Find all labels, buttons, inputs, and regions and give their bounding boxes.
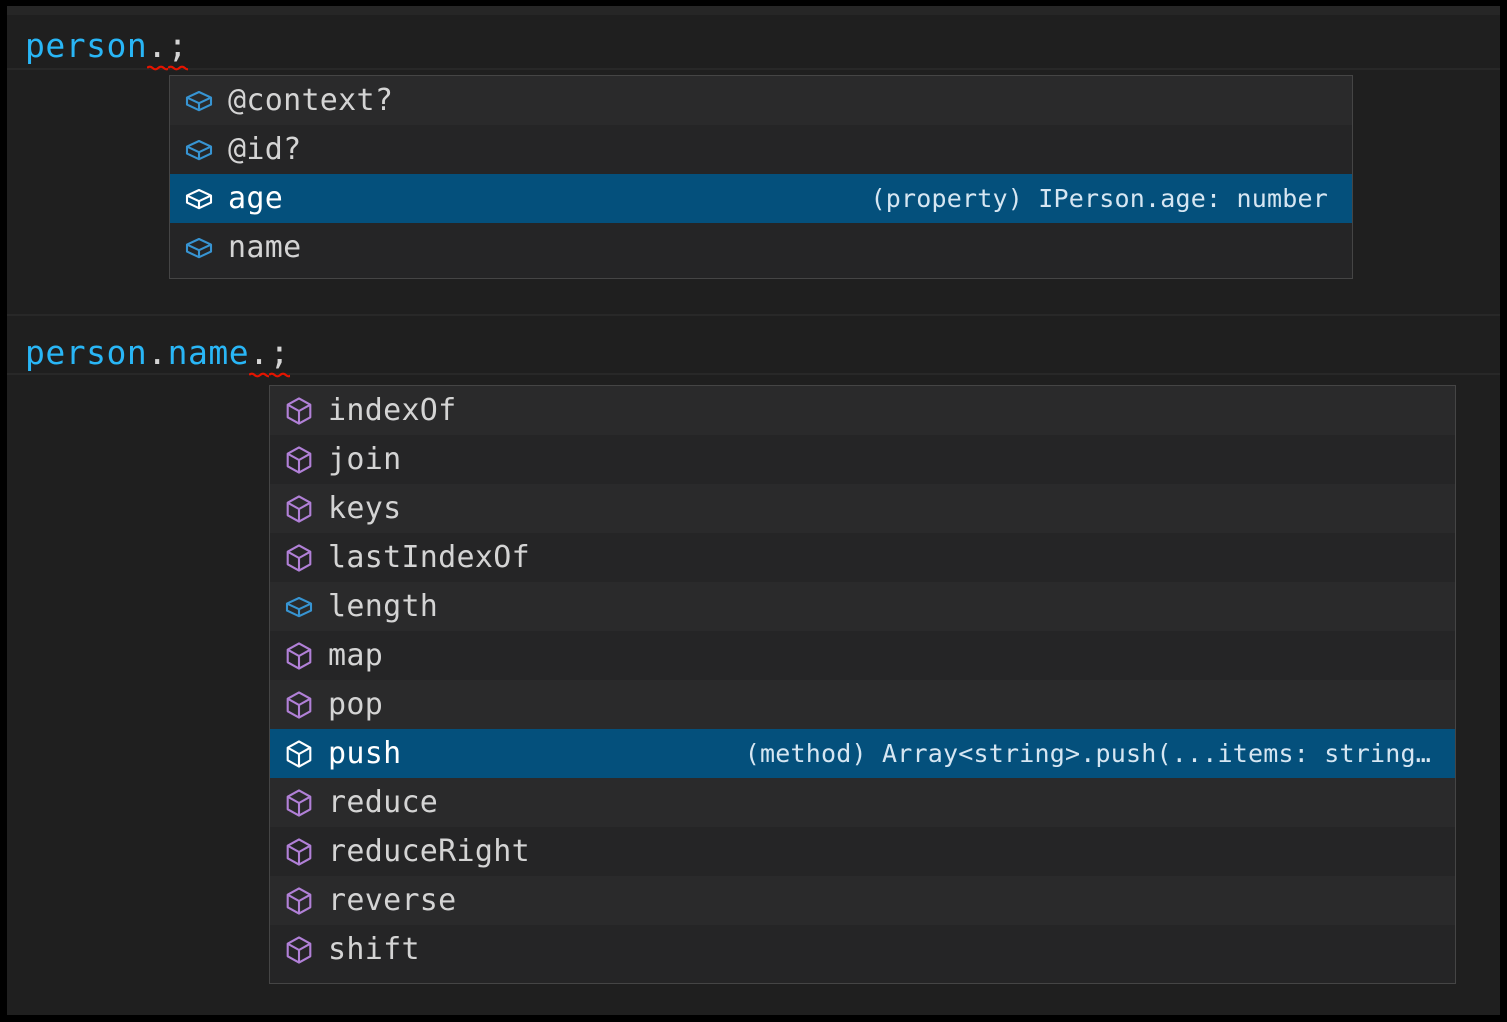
suggest-item-label: indexOf <box>328 392 457 428</box>
method-cube-icon <box>282 541 316 575</box>
code-token-name: name <box>167 333 250 372</box>
editor-line-divider-2 <box>7 314 1500 316</box>
suggest-item-label: shift <box>328 931 420 967</box>
suggest-item-label: reduce <box>328 784 439 820</box>
method-cube-icon <box>282 884 316 918</box>
code-line-person-name[interactable]: person.name.; <box>25 333 290 378</box>
suggest-item-label: age <box>228 180 284 216</box>
suggest-widget-person-name[interactable]: indexOf join keys lastIndexOf length map pop pu… <box>269 385 1456 984</box>
suggest-item-label: reduceRight <box>328 833 530 869</box>
suggest-item-lastindexof[interactable]: lastIndexOf <box>270 533 1455 582</box>
suggest-item-id[interactable]: @id? <box>170 125 1352 174</box>
editor-top-band <box>7 6 1500 15</box>
suggest-item-indexof[interactable]: indexOf <box>270 386 1455 435</box>
code-token-error-3: . <box>249 333 270 378</box>
property-cube-icon <box>182 84 216 118</box>
suggest-item-label: @id? <box>228 131 302 167</box>
suggest-item-label: keys <box>328 490 402 526</box>
suggest-item-label: length <box>328 588 439 624</box>
property-cube-icon <box>282 590 316 624</box>
editor-line-divider-3 <box>7 373 1500 375</box>
suggest-item-pop[interactable]: pop <box>270 680 1455 729</box>
suggest-item-length[interactable]: length <box>270 582 1455 631</box>
suggest-item-shift[interactable]: shift <box>270 925 1455 974</box>
code-token-error-4: ; <box>269 333 290 378</box>
method-cube-icon <box>282 688 316 722</box>
suggest-item-label: name <box>228 229 302 265</box>
suggest-item-reduceright[interactable]: reduceRight <box>270 827 1455 876</box>
suggest-item-label: map <box>328 637 384 673</box>
suggest-item-detail: (property) IPerson.age: number <box>870 185 1328 212</box>
suggest-item-label: reverse <box>328 882 457 918</box>
suggest-item-context[interactable]: @context? <box>170 76 1352 125</box>
suggest-item-name[interactable]: name <box>170 223 1352 272</box>
code-token-error-2: ; <box>167 26 188 71</box>
code-token-person: person <box>25 26 148 65</box>
suggest-item-age[interactable]: age (property) IPerson.age: number <box>170 174 1352 223</box>
code-token-error-1: . <box>147 26 168 71</box>
property-cube-icon <box>182 231 216 265</box>
method-cube-icon <box>282 492 316 526</box>
suggest-item-keys[interactable]: keys <box>270 484 1455 533</box>
method-cube-icon <box>282 443 316 477</box>
suggest-item-label: join <box>328 441 402 477</box>
method-cube-icon <box>282 835 316 869</box>
suggest-item-reverse[interactable]: reverse <box>270 876 1455 925</box>
suggest-item-reduce[interactable]: reduce <box>270 778 1455 827</box>
suggest-item-label: @context? <box>228 82 394 118</box>
code-editor[interactable]: person.; person.name.; @context?@id?age(… <box>7 6 1500 1015</box>
method-cube-icon <box>282 933 316 967</box>
suggest-item-label: lastIndexOf <box>328 539 530 575</box>
suggest-widget-person[interactable]: @context? @id? age (property) IPerson.age: … <box>169 75 1353 279</box>
code-line-person[interactable]: person.; <box>25 26 188 71</box>
method-cube-icon <box>282 639 316 673</box>
method-cube-icon <box>282 737 316 771</box>
suggest-item-label: push <box>328 735 402 771</box>
code-token-punct-1: . <box>147 333 168 372</box>
suggest-item-push[interactable]: push (method) Array<string>.push(...items… <box>270 729 1455 778</box>
suggest-item-join[interactable]: join <box>270 435 1455 484</box>
suggest-item-detail: (method) Array<string>.push(...items: st… <box>744 740 1431 767</box>
method-cube-icon <box>282 394 316 428</box>
code-token-person: person <box>25 333 148 372</box>
property-cube-icon <box>182 133 216 167</box>
method-cube-icon <box>282 786 316 820</box>
property-cube-icon <box>182 182 216 216</box>
suggest-item-label: pop <box>328 686 384 722</box>
editor-line-divider-1 <box>7 68 1500 70</box>
suggest-item-map[interactable]: map <box>270 631 1455 680</box>
